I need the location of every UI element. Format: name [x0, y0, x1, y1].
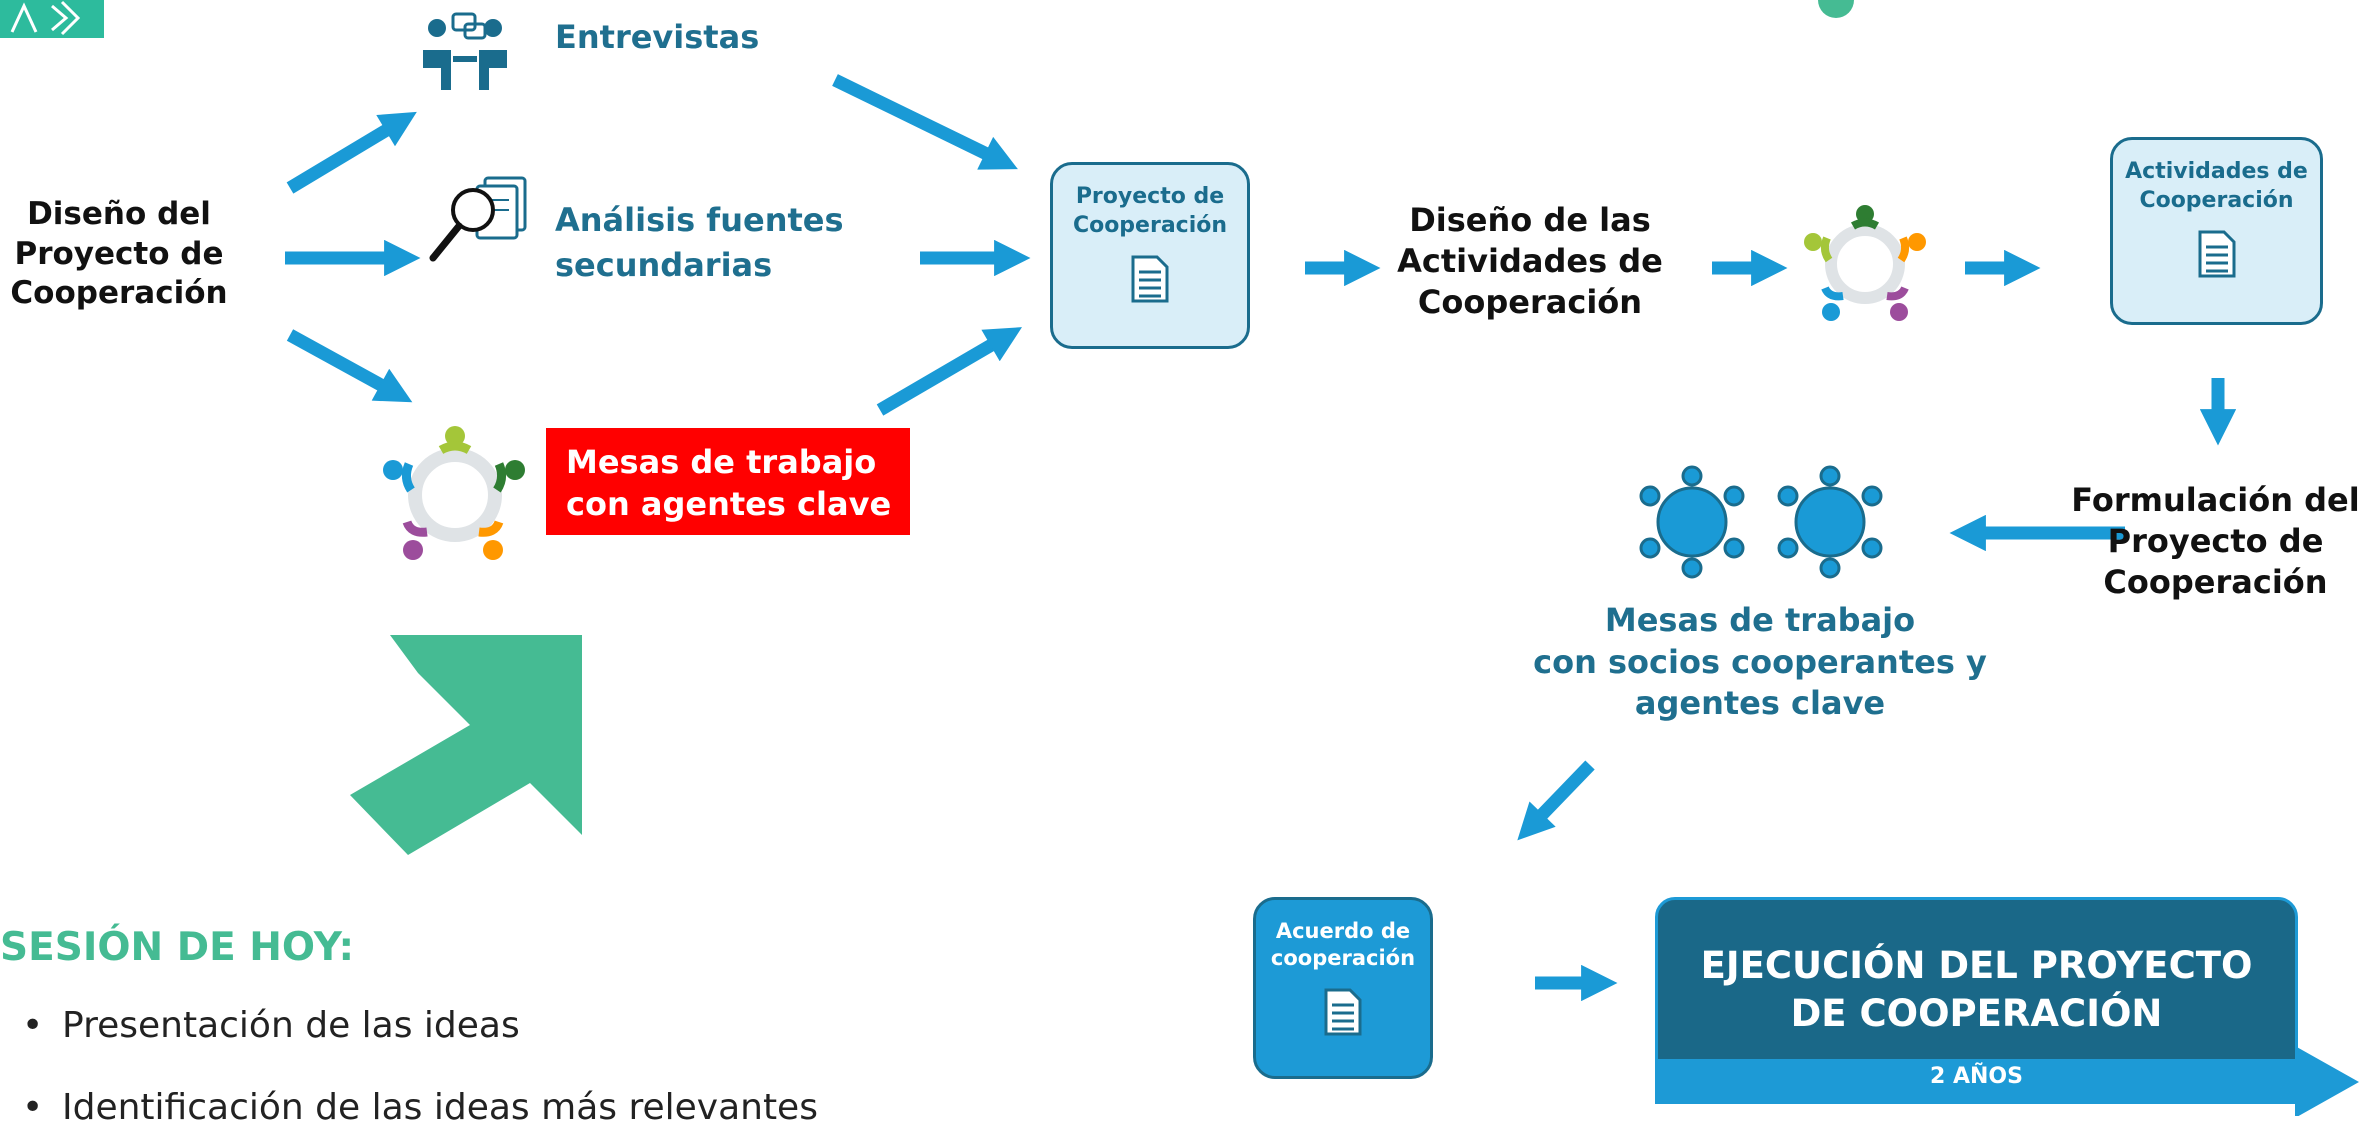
session-item-label: Presentación de las ideas: [62, 1005, 520, 1046]
document-icon: [1131, 255, 1169, 303]
arrow: [1517, 760, 1595, 841]
magnifier-document-icon: [429, 176, 527, 262]
logo: [0, 0, 104, 38]
arrow: [876, 327, 1023, 416]
ejecucion-box: EJECUCIÓN DEL PROYECTO DE COOPERACIÓN: [1655, 897, 2298, 1062]
roundtable-icon: [1639, 465, 1883, 579]
interview-icon: [423, 12, 507, 90]
big-green-arrow: [350, 635, 582, 855]
proyecto-box-label: Proyecto de Cooperación: [1072, 184, 1228, 238]
diseno-proyecto-label: Diseño del Proyecto de Cooperación: [10, 196, 228, 312]
arrow: [832, 74, 1018, 170]
bullet: •: [22, 1005, 44, 1046]
document-icon: [1324, 988, 1362, 1036]
mesas-agentes-badge: Mesas de trabajo con agentes clave: [546, 428, 910, 535]
analisis-label: Análisis fuentes secundarias: [555, 201, 844, 284]
entrevistas-label: Entrevistas: [555, 18, 760, 56]
duration-label: 2 AÑOS: [1930, 1064, 2023, 1089]
logo-icon: [10, 0, 81, 36]
bullet: •: [22, 1087, 44, 1128]
acuerdo-box-label: Acuerdo de cooperación: [1270, 919, 1416, 971]
arrow: [286, 329, 413, 403]
mesas-socios-label: Mesas de trabajo con socios cooperantes …: [1533, 601, 1987, 723]
roundtable-icon: [383, 426, 525, 560]
actividades-box: Actividades de Cooperación: [2110, 137, 2323, 325]
session-title: SESIÓN DE HOY:: [0, 925, 355, 970]
session-item: • Presentación de las ideas: [22, 1005, 520, 1046]
actividades-box-label: Actividades de Cooperación: [2125, 159, 2308, 213]
formulacion-label: Formulación del Proyecto de Cooperación: [2071, 481, 2360, 601]
session-item: • Identificación de las ideas más relevan…: [22, 1087, 818, 1128]
arrow: [286, 111, 417, 194]
ejecucion-title: EJECUCIÓN DEL PROYECTO DE COOPERACIÓN: [1700, 944, 2253, 1036]
acuerdo-box: Acuerdo de cooperación: [1253, 897, 1433, 1079]
mesas-agentes-label: Mesas de trabajo con agentes clave: [566, 443, 892, 523]
decorative-shape: [1818, 0, 1854, 18]
diseno-actividades-label: Diseño de las Actividades de Cooperación: [1397, 201, 1663, 321]
proyecto-box: Proyecto de Cooperación: [1050, 162, 1250, 349]
duration-arrow: [1655, 1046, 2359, 1116]
roundtable-icon: [1804, 205, 1926, 321]
session-item-label: Identificación de las ideas más relevant…: [62, 1087, 818, 1128]
document-icon: [2198, 230, 2235, 278]
